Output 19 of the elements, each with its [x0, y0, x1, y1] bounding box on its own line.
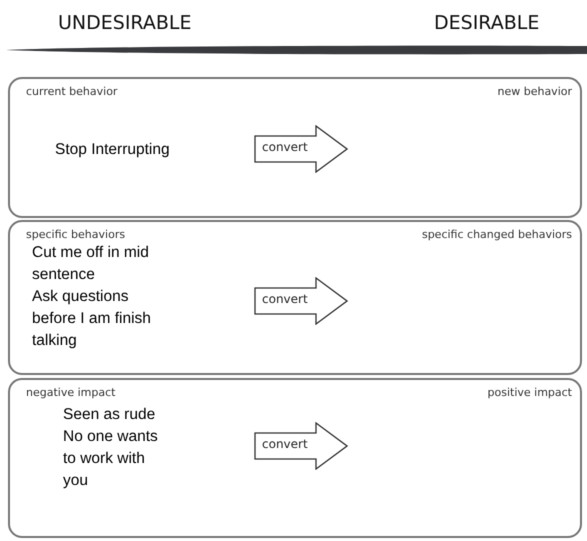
panel-heading: specific changed behaviors	[422, 228, 572, 241]
panel-heading: current behavior	[26, 85, 118, 98]
panel-heading: negative impact	[26, 386, 116, 399]
block-arrow: convert	[254, 277, 348, 325]
block-arrow: convert	[254, 125, 348, 173]
column-heading: UNDESIRABLE	[58, 12, 192, 34]
behavior-text: Cut me off in mid sentence	[32, 243, 150, 285]
column-heading: DESIRABLE	[434, 12, 540, 34]
panel-heading: specific behaviors	[26, 228, 126, 241]
behavior-text: Stop Interrupting	[55, 140, 171, 160]
behavior-text: Seen as rude	[63, 405, 156, 425]
panel-heading: positive impact	[488, 386, 572, 399]
worksheet-panel	[8, 220, 582, 375]
worksheet-panel	[8, 378, 582, 538]
behavior-text: Ask questions before I am finish talking	[32, 287, 152, 351]
worksheet-panel	[8, 77, 582, 218]
block-arrow: convert	[254, 422, 348, 470]
panel-heading: new behavior	[497, 85, 572, 98]
behavior-text: No one wants to work with you	[63, 427, 159, 491]
